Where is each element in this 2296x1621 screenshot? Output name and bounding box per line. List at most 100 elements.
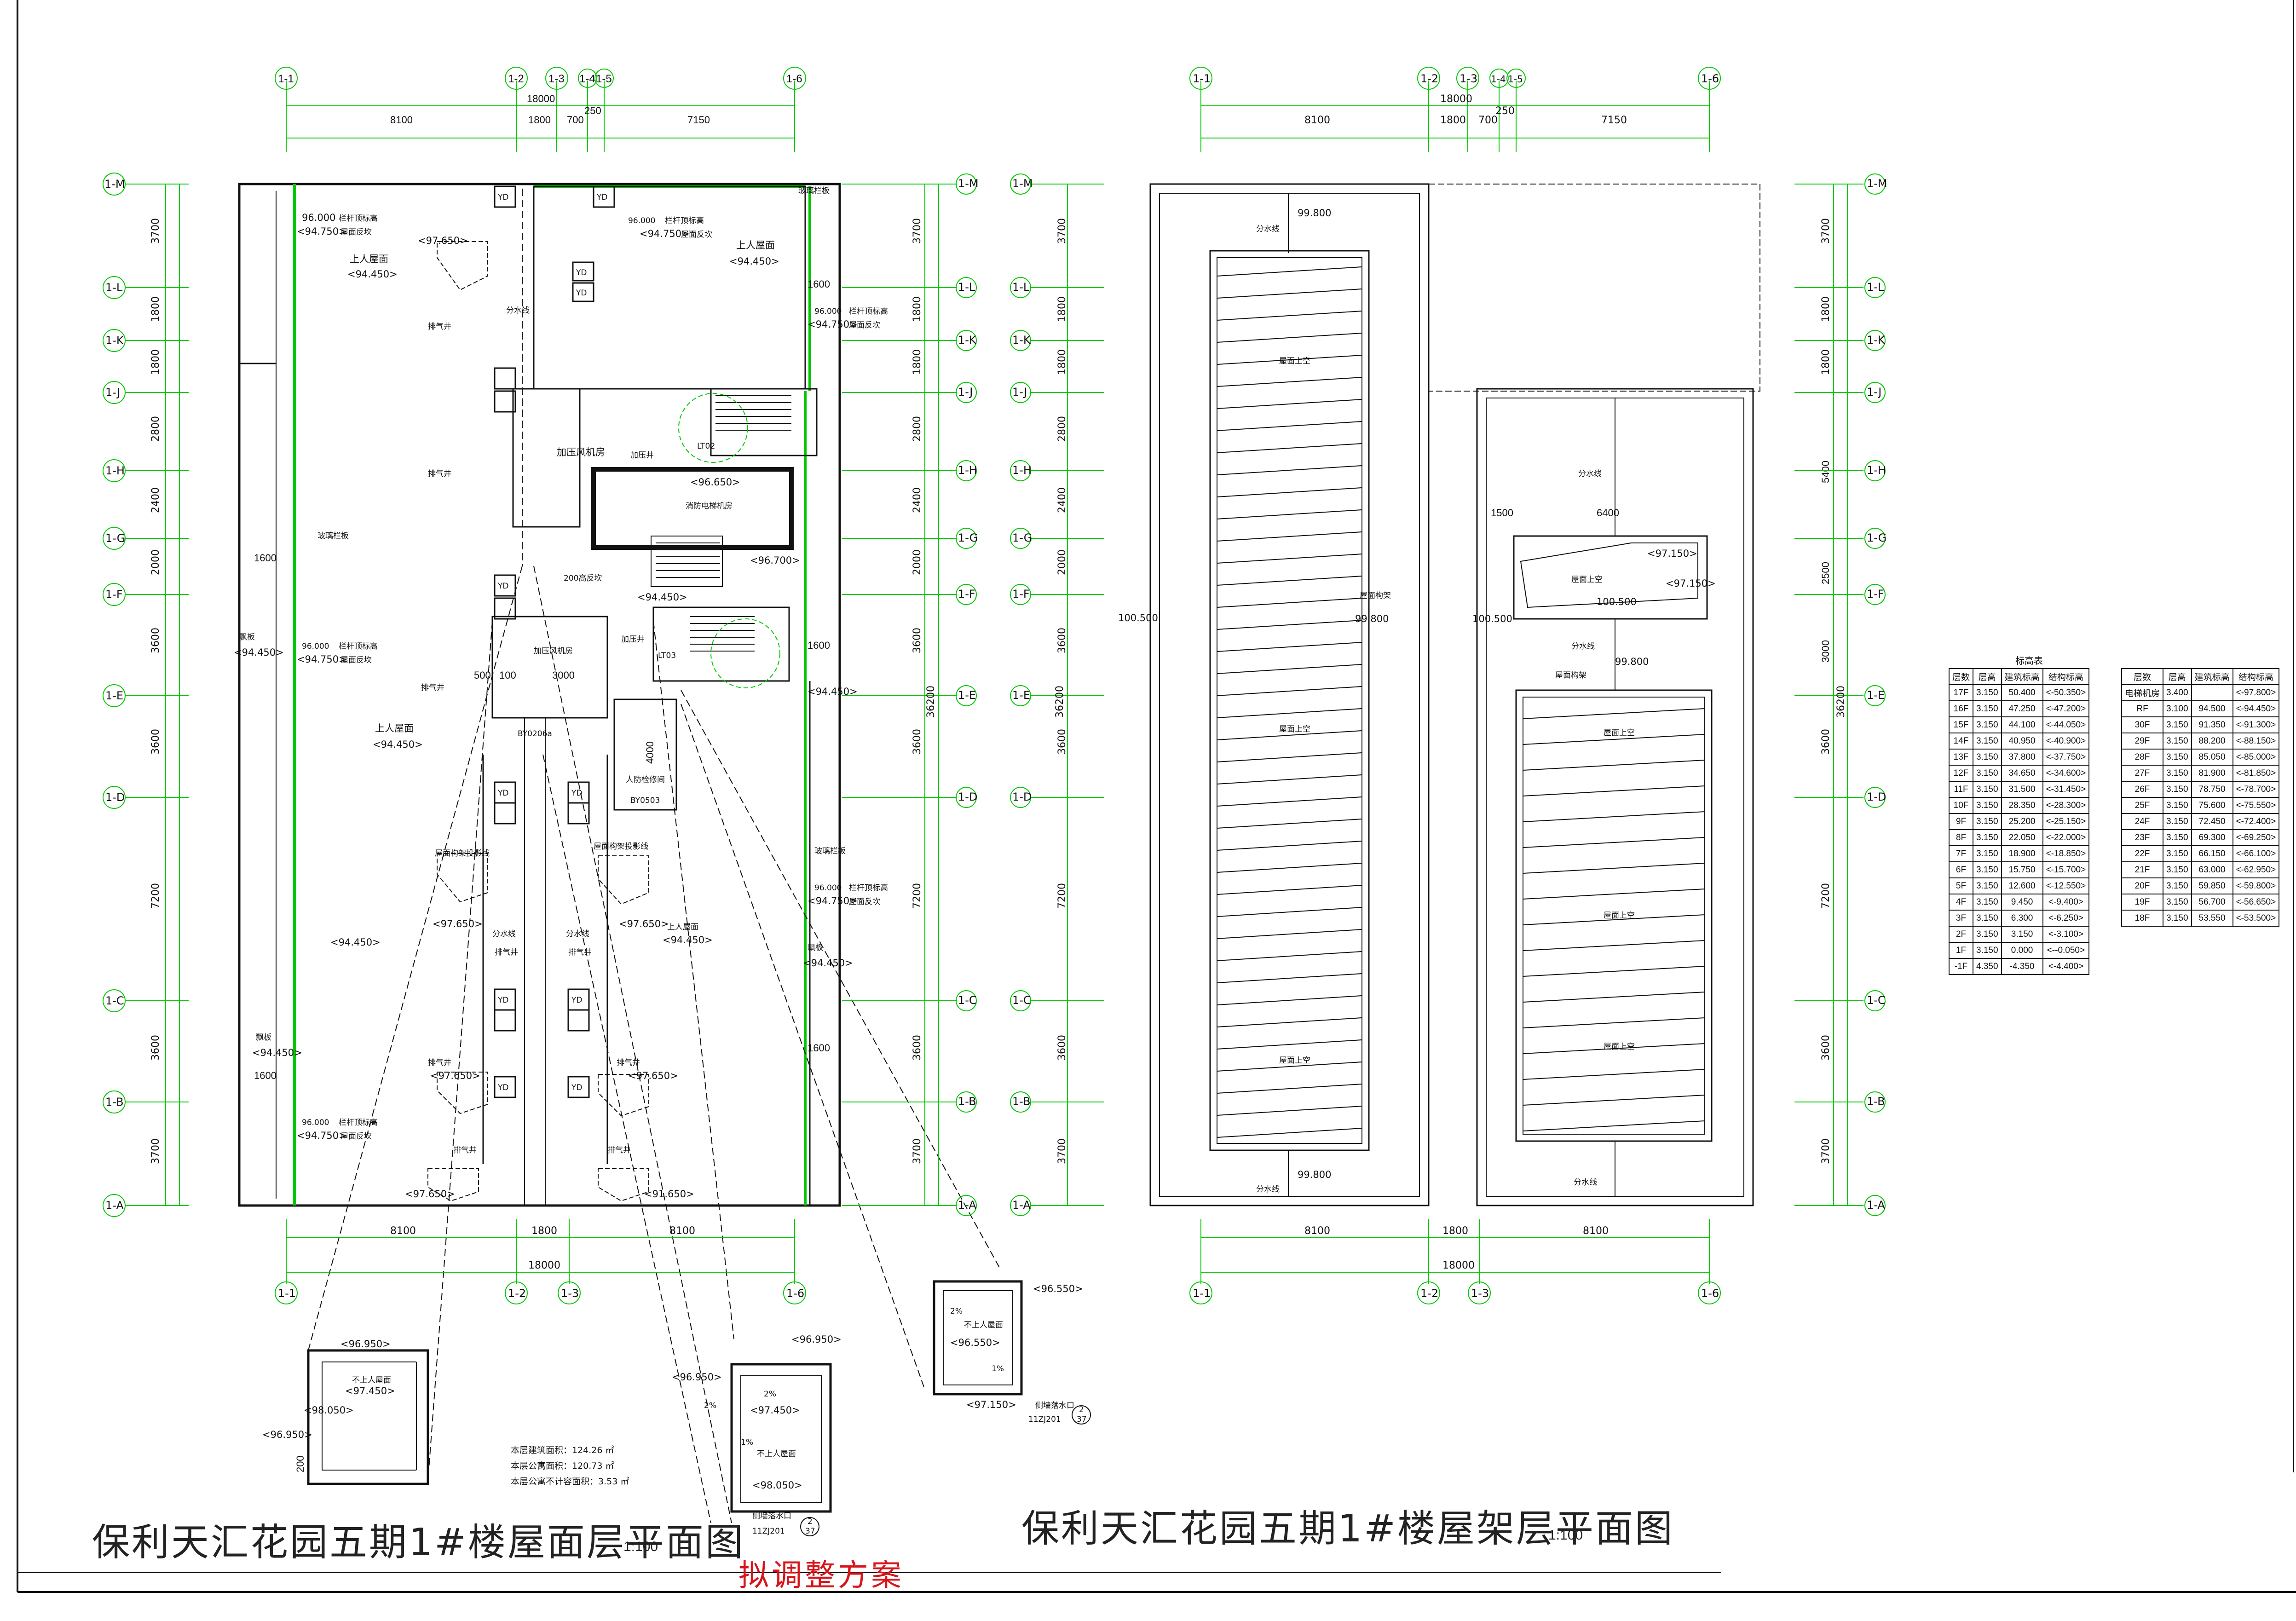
svg-text:1-6: 1-6 (1701, 72, 1719, 85)
svg-text:1-K: 1-K (105, 334, 124, 347)
table-cell: 30F (2121, 716, 2164, 733)
svg-text:屋面反坎: 屋面反坎 (849, 897, 880, 906)
table-cell: 23F (2121, 829, 2164, 846)
svg-text:<97.650>: <97.650> (628, 1070, 678, 1081)
table-cell: <-69.250> (2232, 829, 2280, 846)
svg-text:YD: YD (497, 1083, 508, 1092)
table-cell: 34.650 (2001, 765, 2043, 782)
svg-text:1-4: 1-4 (579, 73, 595, 85)
svg-text:<96.550>: <96.550> (1033, 1283, 1083, 1294)
svg-text:屋面上空: 屋面上空 (1279, 357, 1310, 366)
svg-text:18000: 18000 (528, 1260, 560, 1271)
table-cell: 75.600 (2191, 797, 2233, 814)
table-cell: <-66.100> (2232, 845, 2280, 862)
svg-text:11ZJ201: 11ZJ201 (752, 1527, 785, 1536)
col-header: 层数 (1948, 668, 1974, 685)
table-cell: 3.150 (1973, 765, 2002, 782)
svg-text:3700: 3700 (911, 1138, 923, 1164)
table-cell: 3.150 (1973, 716, 2002, 733)
louver-slat (1523, 1017, 1705, 1028)
table-cell: 4.350 (1973, 958, 2002, 975)
svg-text:1-5: 1-5 (1508, 74, 1523, 85)
svg-text:1-M: 1-M (1867, 177, 1887, 190)
svg-text:1600: 1600 (808, 1042, 830, 1054)
svg-text:2400: 2400 (911, 487, 923, 513)
svg-text:1-3: 1-3 (548, 73, 565, 85)
svg-text:排气井: 排气井 (428, 1058, 451, 1067)
louver-slat (1217, 266, 1362, 277)
svg-text:18000: 18000 (1440, 93, 1472, 105)
table-cell: <-25.150> (2042, 813, 2090, 830)
table-cell: 4F (1948, 894, 1974, 911)
svg-text:YD: YD (497, 193, 508, 202)
table-cell: 17F (1948, 684, 1974, 701)
table-cell: 6F (1948, 861, 1974, 878)
svg-text:加压风机房: 加压风机房 (557, 447, 605, 458)
svg-text:<94.450>: <94.450> (252, 1047, 302, 1058)
table-cell: <-72.400> (2232, 813, 2280, 830)
svg-text:<94.750>: <94.750> (297, 1130, 347, 1141)
svg-text:700: 700 (567, 114, 584, 126)
louver-slat (1217, 995, 1362, 1005)
louver-slat (1217, 906, 1362, 917)
svg-text:1800: 1800 (911, 296, 923, 322)
svg-text:3600: 3600 (1056, 1035, 1068, 1061)
svg-text:1-2: 1-2 (508, 73, 524, 85)
table-cell: 3.150 (1973, 845, 2002, 862)
table-cell: 69.300 (2191, 829, 2233, 846)
table-cell: <-12.550> (2042, 877, 2090, 894)
table-cell: 3.150 (2163, 845, 2192, 862)
svg-text:99.800: 99.800 (1298, 208, 1331, 219)
svg-text:8100: 8100 (1304, 115, 1330, 126)
svg-text:屋面上空: 屋面上空 (1571, 575, 1603, 584)
svg-text:1800: 1800 (911, 349, 923, 375)
svg-text:1800: 1800 (1820, 349, 1832, 375)
svg-text:1-3: 1-3 (1460, 72, 1477, 85)
svg-text:栏杆顶标高: 栏杆顶标高 (849, 307, 888, 316)
table-cell: <-6.250> (2042, 910, 2090, 927)
table-cell: 66.150 (2191, 845, 2233, 862)
table-cell: 10F (1948, 797, 1974, 814)
svg-text:99.800: 99.800 (1298, 1169, 1331, 1180)
svg-text:1-3: 1-3 (561, 1287, 579, 1300)
louver-slat (1217, 509, 1362, 519)
svg-text:1-A: 1-A (1012, 1199, 1031, 1211)
table-cell: 29F (2121, 733, 2164, 750)
louver-slat (1217, 487, 1362, 497)
table-cell: 47.250 (2001, 700, 2043, 717)
table-cell: 14F (1948, 733, 1974, 750)
svg-text:屋面上空: 屋面上空 (1604, 911, 1635, 920)
svg-text:BY0206a: BY0206a (518, 729, 552, 738)
table-cell: <-91.300> (2232, 716, 2280, 733)
roof-outline-left (238, 183, 841, 1207)
louver-slat (1217, 1061, 1362, 1072)
table-cell: <-50.350> (2042, 684, 2090, 701)
table-cell: 15.750 (2001, 861, 2043, 878)
louver-slat (1523, 862, 1705, 874)
table-cell (2191, 684, 2233, 701)
table-cell: 28.350 (2001, 797, 2043, 814)
table-cell: 15F (1948, 716, 1974, 733)
svg-text:屋面构架投影线: 屋面构架投影线 (435, 849, 490, 858)
svg-text:分水线: 分水线 (1256, 225, 1280, 234)
svg-text:1800: 1800 (528, 114, 551, 126)
svg-text:100.500: 100.500 (1118, 612, 1158, 623)
svg-text:屋面反坎: 屋面反坎 (340, 656, 372, 665)
table-cell: 59.850 (2191, 877, 2233, 894)
table-cell: 11F (1948, 781, 1974, 798)
louver-slat (1217, 1039, 1362, 1050)
svg-text:36200: 36200 (925, 686, 937, 718)
svg-text:1600: 1600 (808, 640, 830, 651)
svg-text:<97.450>: <97.450> (750, 1405, 800, 1416)
svg-text:<94.450>: <94.450> (637, 592, 687, 603)
table-cell: 63.000 (2191, 861, 2233, 878)
svg-text:5400: 5400 (1820, 461, 1831, 483)
svg-text:屋面上空: 屋面上空 (1604, 728, 1635, 738)
svg-text:1-B: 1-B (105, 1096, 124, 1108)
